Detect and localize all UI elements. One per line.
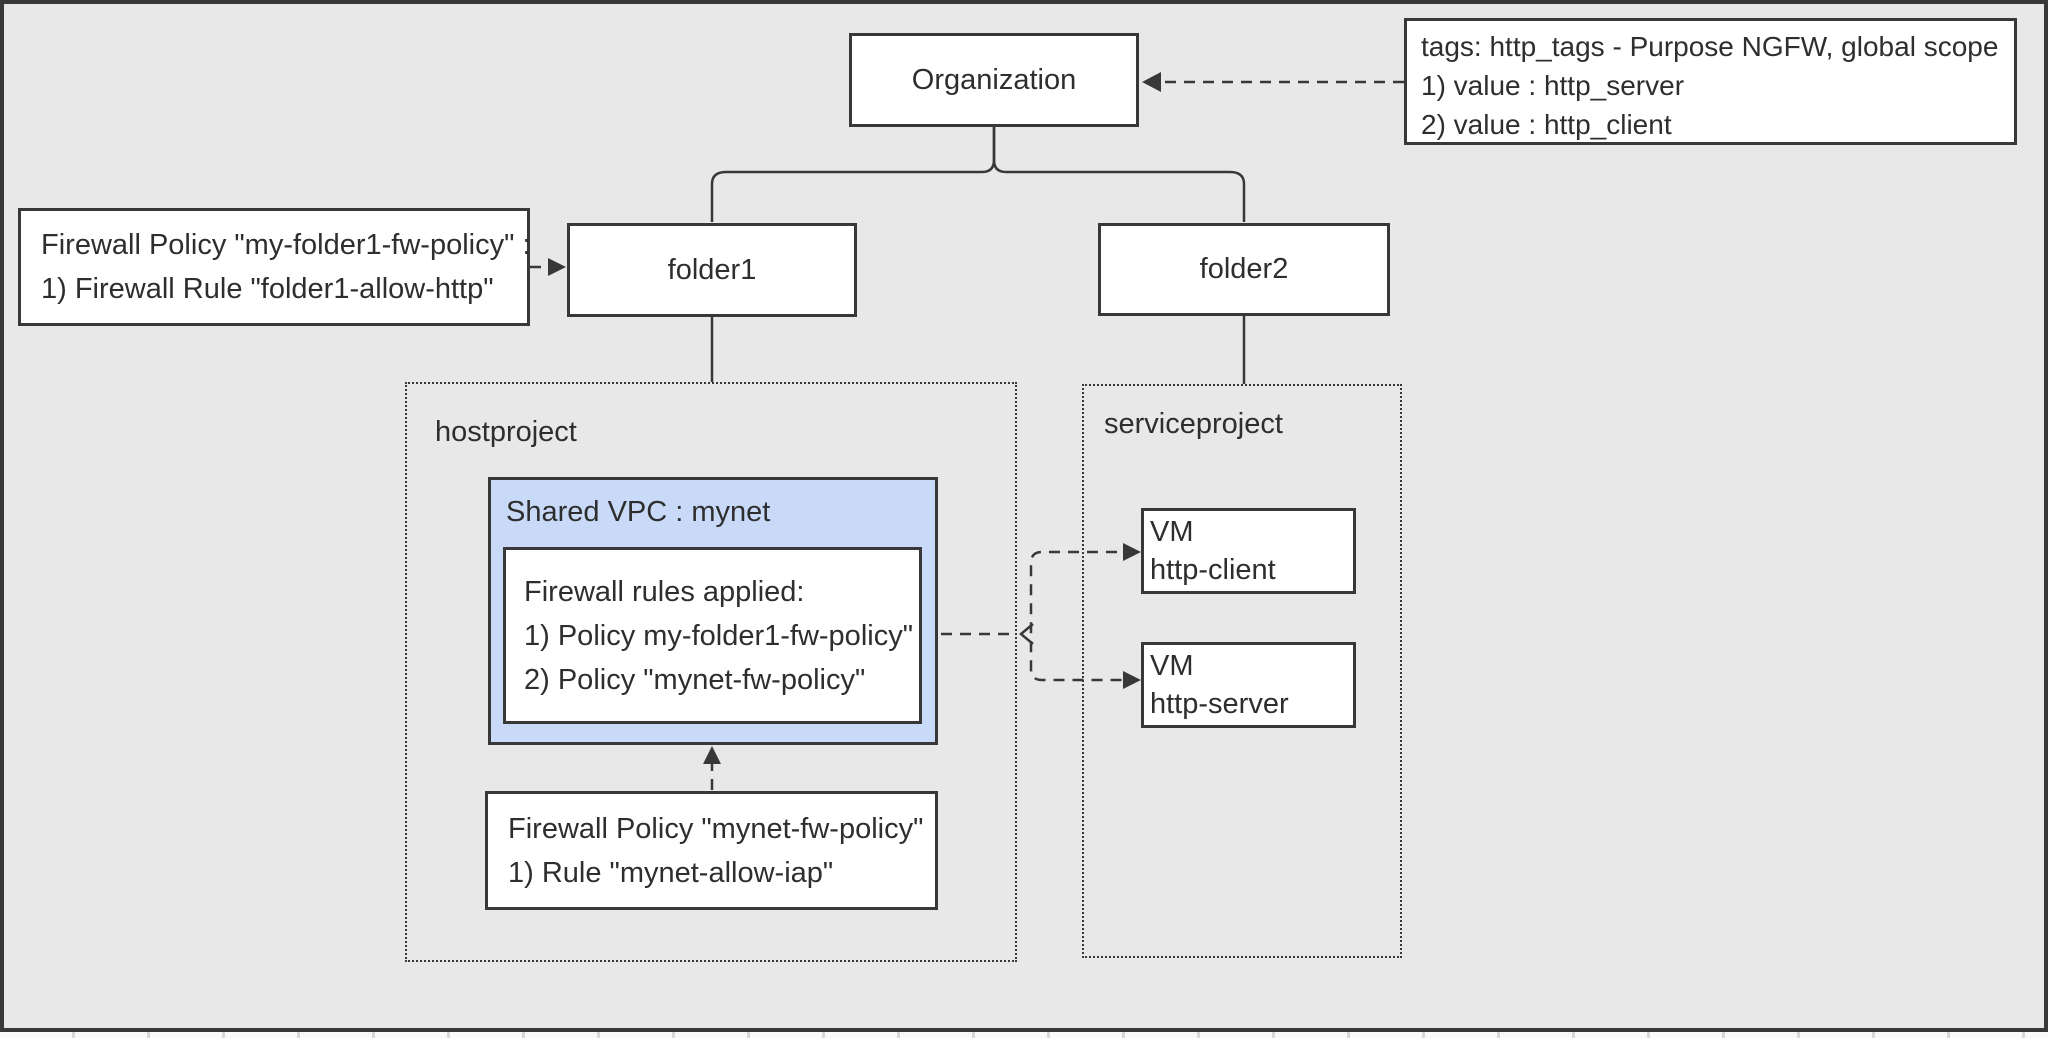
- serviceproject-label: serviceproject: [1104, 408, 1283, 440]
- folder1-label: folder1: [667, 253, 757, 286]
- vm-http-server-line: VM: [1150, 650, 1194, 682]
- folder1-policy-line: 1) Firewall Rule "folder1-allow-http": [41, 273, 494, 305]
- hostproject-container: [405, 382, 1017, 962]
- tags-note-line: 1) value : http_server: [1421, 70, 1685, 101]
- mynet-policy-line: Firewall Policy "mynet-fw-policy": [508, 812, 924, 845]
- hostproject-label: hostproject: [435, 416, 577, 448]
- firewall-rules-line: 1) Policy my-folder1-fw-policy": [524, 619, 913, 652]
- vm-http-client-line: VM: [1150, 516, 1194, 548]
- vm-http-server-node: VM http-server: [1141, 642, 1356, 728]
- arrowhead-tags-org: [1142, 72, 1161, 92]
- firewall-rules-line: 2) Policy "mynet-fw-policy": [524, 663, 866, 696]
- folder2-node: folder2: [1098, 223, 1390, 316]
- connector-org-folder2: [992, 127, 1246, 222]
- mynet-policy-note: Firewall Policy "mynet-fw-policy" 1) Rul…: [485, 791, 938, 910]
- vm-http-client-line: http-client: [1150, 554, 1276, 586]
- folder1-policy-note: Firewall Policy "my-folder1-fw-policy" :…: [18, 208, 531, 326]
- arrowhead-junction-open: [1019, 623, 1034, 645]
- tags-note-line: tags: http_tags - Purpose NGFW, global s…: [1421, 31, 1999, 62]
- organization-label: Organization: [911, 63, 1077, 96]
- firewall-rules-box: Firewall rules applied: 1) Policy my-fol…: [503, 547, 922, 724]
- vm-http-server-line: http-server: [1150, 688, 1289, 720]
- folder1-node: folder1: [567, 223, 857, 317]
- connector-org-folder1: [710, 127, 996, 222]
- organization-node: Organization: [849, 33, 1139, 127]
- vm-http-client-node: VM http-client: [1141, 508, 1356, 594]
- canvas-grid-strip: [0, 1032, 2048, 1038]
- tags-note: tags: http_tags - Purpose NGFW, global s…: [1404, 18, 2017, 145]
- tags-note-line: 2) value : http_client: [1421, 109, 1672, 140]
- shared-vpc-label: Shared VPC : mynet: [506, 496, 771, 528]
- mynet-policy-line: 1) Rule "mynet-allow-iap": [508, 856, 834, 889]
- arrowhead-policy-folder1: [548, 258, 566, 276]
- folder1-policy-line: Firewall Policy "my-folder1-fw-policy" :: [41, 229, 531, 261]
- folder2-label: folder2: [1199, 253, 1289, 285]
- firewall-rules-line: Firewall rules applied:: [524, 575, 805, 608]
- serviceproject-container: [1082, 384, 1402, 958]
